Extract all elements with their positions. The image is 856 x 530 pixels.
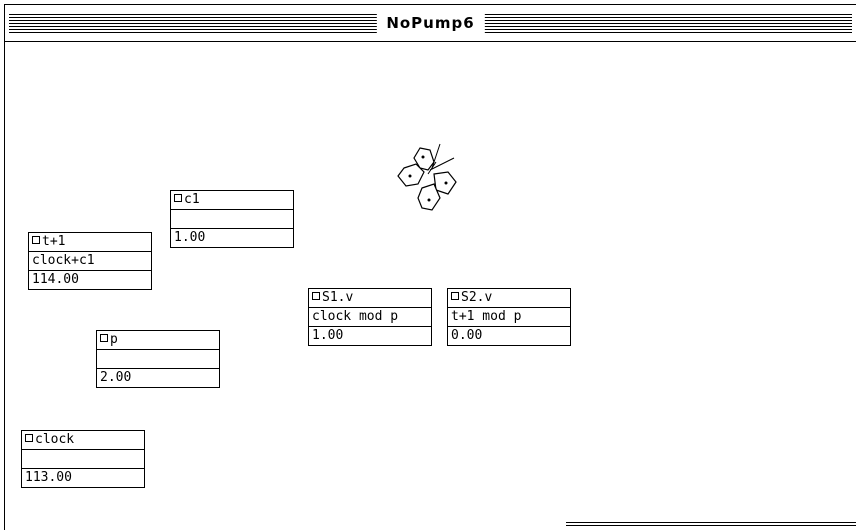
box-icon — [32, 236, 40, 244]
cell-clock[interactable]: clock 113.00 — [21, 430, 145, 488]
cell-value-row[interactable]: 114.00 — [28, 270, 152, 290]
cell-t-plus-1[interactable]: t+1 clock+c1 114.00 — [28, 232, 152, 290]
title-bar[interactable]: NoPump6 — [5, 5, 856, 42]
spreadsheet-window: NoPump6 — [4, 4, 856, 530]
cell-name: S1.v — [322, 290, 354, 305]
box-icon — [174, 194, 182, 202]
cell-formula-row[interactable]: t+1 mod p — [447, 307, 571, 327]
cell-name-row[interactable]: clock — [21, 430, 145, 450]
box-icon — [312, 292, 320, 300]
cell-name-row[interactable]: p — [96, 330, 220, 350]
cell-c1[interactable]: c1 1.00 — [170, 190, 294, 248]
cell-s1-v[interactable]: S1.v clock mod p 1.00 — [308, 288, 432, 346]
cell-value-row[interactable]: 0.00 — [447, 326, 571, 346]
cell-p[interactable]: p 2.00 — [96, 330, 220, 388]
cell-formula-row[interactable] — [21, 449, 145, 469]
cell-name-row[interactable]: c1 — [170, 190, 294, 210]
window-title: NoPump6 — [376, 13, 485, 33]
cell-formula-row[interactable] — [96, 349, 220, 369]
box-icon — [25, 434, 33, 442]
cell-name: t+1 — [42, 234, 66, 249]
cell-name-row[interactable]: t+1 — [28, 232, 152, 252]
cell-name: S2.v — [461, 290, 493, 305]
cell-name-row[interactable]: S2.v — [447, 288, 571, 308]
cell-name: p — [110, 332, 118, 347]
cell-name-row[interactable]: S1.v — [308, 288, 432, 308]
cell-value-row[interactable]: 1.00 — [308, 326, 432, 346]
cell-formula-row[interactable]: clock+c1 — [28, 251, 152, 271]
cell-formula-row[interactable] — [170, 209, 294, 229]
cell-name: c1 — [184, 192, 200, 207]
cell-value-row[interactable]: 1.00 — [170, 228, 294, 248]
cell-value-row[interactable]: 113.00 — [21, 468, 145, 488]
butterfly-icon — [397, 143, 457, 211]
cell-value-row[interactable]: 2.00 — [96, 368, 220, 388]
window-bottom-edge — [566, 522, 856, 526]
cell-s2-v[interactable]: S2.v t+1 mod p 0.00 — [447, 288, 571, 346]
box-icon — [100, 334, 108, 342]
cell-name: clock — [35, 432, 75, 447]
box-icon — [451, 292, 459, 300]
cell-formula-row[interactable]: clock mod p — [308, 307, 432, 327]
